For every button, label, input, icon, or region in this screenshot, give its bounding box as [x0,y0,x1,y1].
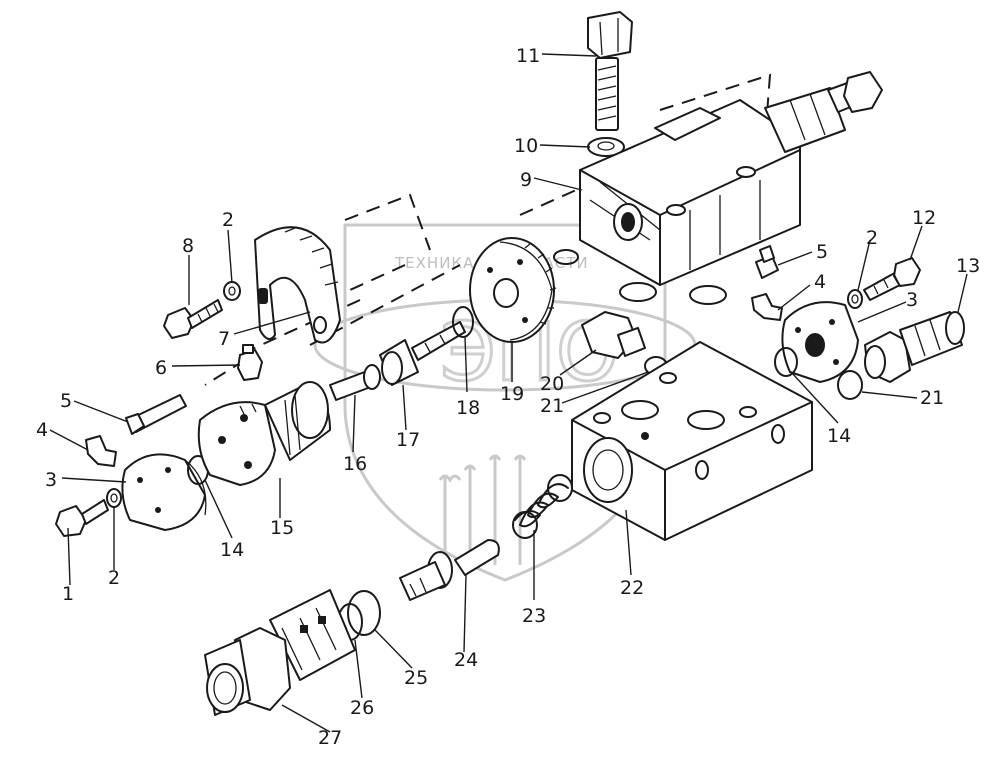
part-3-caps [121,301,859,531]
part-1-bolt [55,499,109,537]
part-12-bolt [863,257,921,301]
label-2-bottom: 2 [108,567,120,589]
label-11: 11 [516,45,540,67]
label-17: 17 [396,429,420,451]
body-seal-rings [553,249,727,305]
label-27: 27 [318,727,342,749]
part-5-screws [125,245,779,435]
label-19: 19 [500,383,524,405]
label-15: 15 [270,517,294,539]
label-9: 9 [520,169,532,191]
label-4-right: 4 [814,271,826,293]
label-25: 25 [404,667,428,689]
part-7-cover [254,226,341,344]
part-22-lower-body [571,341,813,541]
label-26: 26 [350,697,374,719]
leader-lines [49,53,968,733]
part-17-spool [379,321,466,386]
part-20-fitting [581,311,646,359]
label-5-left: 5 [60,390,72,412]
label-21-right: 21 [920,387,944,409]
part-23-spring [512,474,573,539]
part-13-fitting [864,311,965,383]
label-5-right: 5 [816,241,828,263]
watermark-wheat [438,454,527,565]
part-19-disc [469,237,557,343]
part-18-ring [452,306,474,338]
label-6: 6 [155,357,167,379]
label-1: 1 [62,583,74,605]
label-7: 7 [218,328,230,350]
part-24-plunger [399,539,500,601]
label-3-left: 3 [45,469,57,491]
label-12: 12 [912,207,936,229]
part-6-fitting [237,344,263,381]
label-4-left: 4 [36,419,48,441]
label-23: 23 [522,605,546,627]
label-16: 16 [343,453,367,475]
label-14-right: 14 [827,425,851,447]
part-4-elbows [85,293,783,467]
part-10-washer [587,137,625,157]
label-22: 22 [620,577,644,599]
label-18: 18 [456,397,480,419]
part-15-housing [197,381,331,486]
part-8-bolt [163,299,223,339]
label-14-left: 14 [220,539,244,561]
label-24: 24 [454,649,478,671]
label-21-mid: 21 [540,395,564,417]
label-13: 13 [956,255,980,277]
part-25-ring [347,590,381,636]
callout-numbers: 11 10 9 8 2 7 6 5 4 3 1 2 14 15 16 17 18… [36,45,980,749]
label-3-right: 3 [906,289,918,311]
label-20: 20 [540,373,564,395]
label-10: 10 [514,135,538,157]
part-27-cartridge [204,589,356,716]
label-2-right: 2 [866,227,878,249]
part-9-upper-body [579,71,883,286]
part-16-piston [329,364,381,401]
label-8: 8 [182,235,194,257]
label-2-top: 2 [222,209,234,231]
part-11-bolt [587,11,633,131]
